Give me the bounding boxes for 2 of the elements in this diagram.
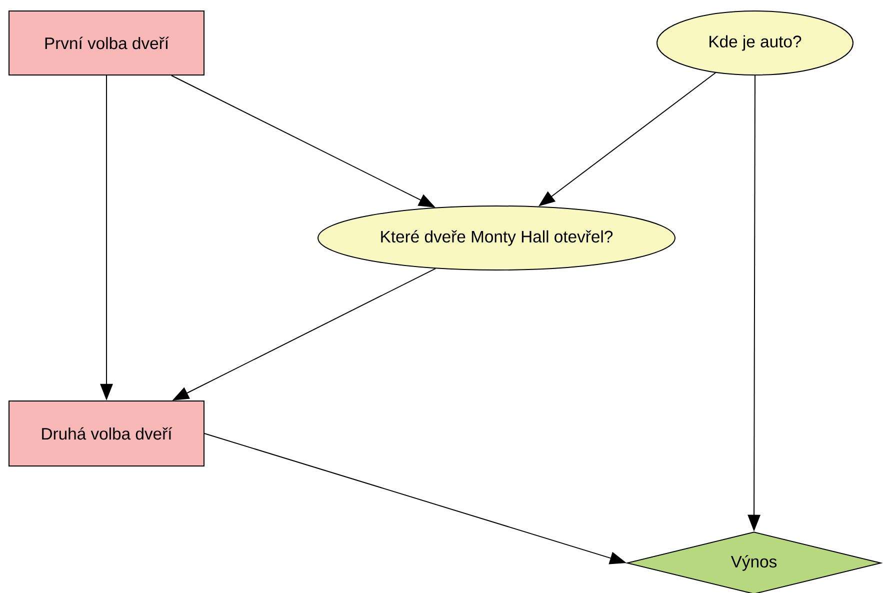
process-box: Druhá volba dveří	[8, 400, 204, 466]
process-box: První volba dveří	[8, 10, 204, 76]
